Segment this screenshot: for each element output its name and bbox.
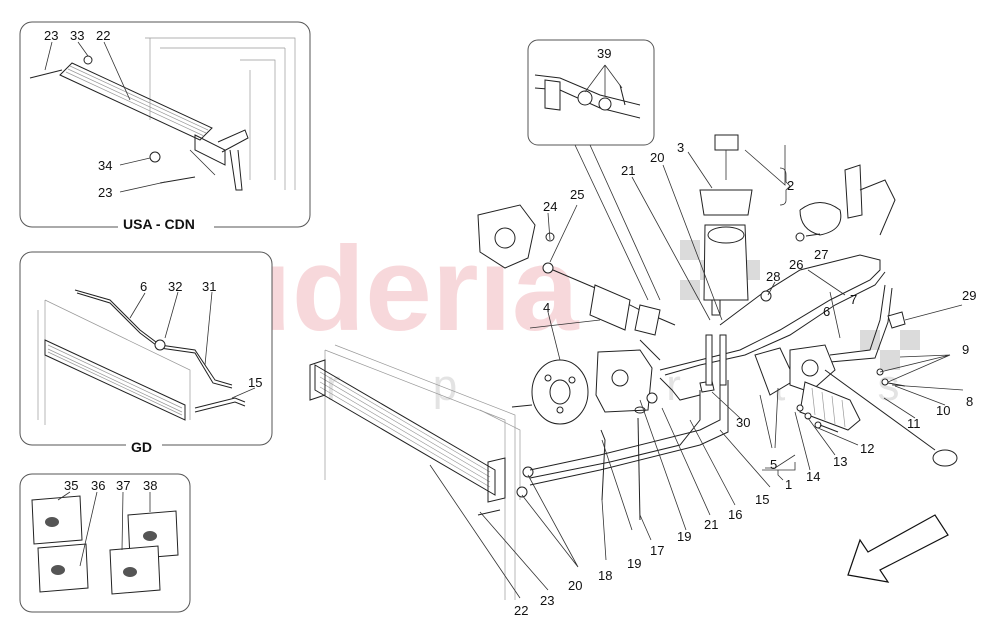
callout-23-top: 23 bbox=[44, 28, 58, 43]
callout-5: 5 bbox=[770, 457, 777, 472]
callout-20b: 20 bbox=[650, 150, 664, 165]
callout-30: 30 bbox=[736, 415, 750, 430]
inset-title-gd: GD bbox=[131, 439, 152, 455]
hoses bbox=[529, 254, 893, 486]
callout-37: 37 bbox=[116, 478, 130, 493]
callout-27: 27 bbox=[814, 247, 828, 262]
callout-22: 22 bbox=[514, 603, 528, 618]
bracket-1 bbox=[762, 462, 796, 481]
callout-19b: 19 bbox=[677, 529, 691, 544]
callout-15: 15 bbox=[755, 492, 769, 507]
callout-19: 19 bbox=[627, 556, 641, 571]
callout-17: 17 bbox=[650, 543, 664, 558]
callout-6: 6 bbox=[823, 304, 830, 319]
callout-10: 10 bbox=[936, 403, 950, 418]
callout-20: 20 bbox=[568, 578, 582, 593]
callout-16: 16 bbox=[728, 507, 742, 522]
callout-26: 26 bbox=[789, 257, 803, 272]
callout-3: 3 bbox=[677, 140, 684, 155]
callout-23: 23 bbox=[540, 593, 554, 608]
leader-lines bbox=[429, 145, 964, 599]
callout-labels: 1 2 3 4 5 6 7 8 9 10 11 12 13 14 15 16 1… bbox=[514, 140, 976, 618]
callout-8: 8 bbox=[966, 394, 973, 409]
callout-2: 2 bbox=[787, 178, 794, 193]
callout-36: 36 bbox=[91, 478, 105, 493]
bracket-2 bbox=[779, 167, 791, 206]
callout-13: 13 bbox=[833, 454, 847, 469]
callout-31: 31 bbox=[202, 279, 216, 294]
callout-21: 21 bbox=[621, 163, 635, 178]
inset-title-usa-cdn: USA - CDN bbox=[123, 216, 195, 232]
direction-arrow-icon bbox=[847, 514, 949, 583]
callout-25: 25 bbox=[570, 187, 584, 202]
inset-stickers: 35 36 37 38 bbox=[19, 473, 191, 613]
callout-21b: 21 bbox=[704, 517, 718, 532]
callout-9: 9 bbox=[962, 342, 969, 357]
callout-1: 1 bbox=[785, 477, 792, 492]
inset-usa-cdn: 23 33 22 34 23 USA - CDN bbox=[19, 21, 311, 234]
callout-32: 32 bbox=[168, 279, 182, 294]
inset-detail-39: 39 bbox=[527, 39, 661, 301]
callout-6-gd: 6 bbox=[140, 279, 147, 294]
callout-24: 24 bbox=[543, 199, 557, 214]
callout-15-gd: 15 bbox=[248, 375, 262, 390]
mounting-bracket bbox=[795, 164, 896, 242]
callout-22-inset: 22 bbox=[96, 28, 110, 43]
callout-14: 14 bbox=[806, 469, 820, 484]
power-steering-pump bbox=[511, 339, 661, 521]
callout-28: 28 bbox=[766, 269, 780, 284]
callout-29: 29 bbox=[962, 288, 976, 303]
callout-11: 11 bbox=[907, 416, 921, 431]
callout-23-bottom: 23 bbox=[98, 185, 112, 200]
callout-35: 35 bbox=[64, 478, 78, 493]
callout-18: 18 bbox=[598, 568, 612, 583]
steering-knuckle-tie-rod bbox=[477, 204, 676, 336]
callout-12: 12 bbox=[860, 441, 874, 456]
callout-38: 38 bbox=[143, 478, 157, 493]
callout-39: 39 bbox=[597, 46, 611, 61]
callout-4: 4 bbox=[543, 300, 550, 315]
callout-7: 7 bbox=[850, 292, 857, 307]
inset-gd: 6 32 31 15 GD bbox=[19, 251, 273, 455]
fluid-reservoir bbox=[699, 134, 753, 316]
callout-33: 33 bbox=[70, 28, 84, 43]
callout-34: 34 bbox=[98, 158, 112, 173]
radiator-assembly bbox=[309, 344, 534, 600]
